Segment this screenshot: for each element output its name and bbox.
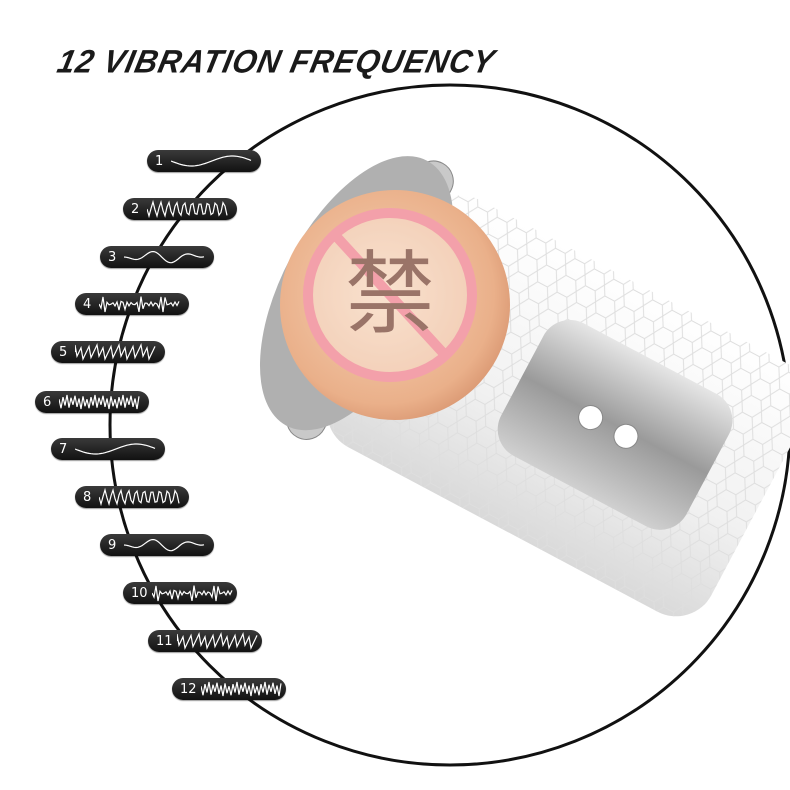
mode-10-pill: 10 [123,582,237,604]
control-panel [497,319,733,530]
waveform-icon [99,487,180,507]
mode-number: 11 [156,633,173,649]
mode-11-pill: 11 [148,630,262,652]
mode-button [613,423,639,449]
mode-7-pill: 7 [51,438,165,460]
waveform-icon [151,585,233,602]
mode-number: 12 [180,681,197,697]
mode-number: 3 [108,249,117,265]
waveform-icon [75,343,156,361]
waveform-icon [124,539,205,552]
waveform-icon [176,632,258,650]
mode-3-pill: 3 [100,246,214,268]
prohibited-icon: 禁 [303,208,477,382]
waveform-icon [99,296,180,313]
power-button [578,405,604,431]
mode-number: 8 [83,489,92,505]
mode-5-pill: 5 [51,341,165,363]
mode-number: 7 [59,441,68,457]
svg-text:禁: 禁 [345,242,435,347]
mode-number: 10 [131,585,148,601]
mode-number: 2 [131,201,140,217]
mode-6-pill: 6 [35,391,149,413]
frequency-arc [108,83,790,767]
mode-number: 5 [59,344,68,360]
mode-1-pill: 1 [147,150,261,172]
mode-12-pill: 12 [172,678,286,700]
mode-2-pill: 2 [123,198,237,220]
waveform-icon [124,251,205,264]
waveform-icon [147,199,228,219]
mode-4-pill: 4 [75,293,189,315]
waveform-icon [171,155,252,167]
waveform-icon [75,443,156,455]
mode-number: 9 [108,537,117,553]
mode-9-pill: 9 [100,534,214,556]
headline: 12 VIBRATION FREQUENCY [54,43,499,80]
mode-number: 6 [43,394,52,410]
mode-number: 4 [83,296,92,312]
waveform-icon [59,394,140,410]
waveform-icon [200,681,282,697]
mode-number: 1 [155,153,164,169]
mode-8-pill: 8 [75,486,189,508]
